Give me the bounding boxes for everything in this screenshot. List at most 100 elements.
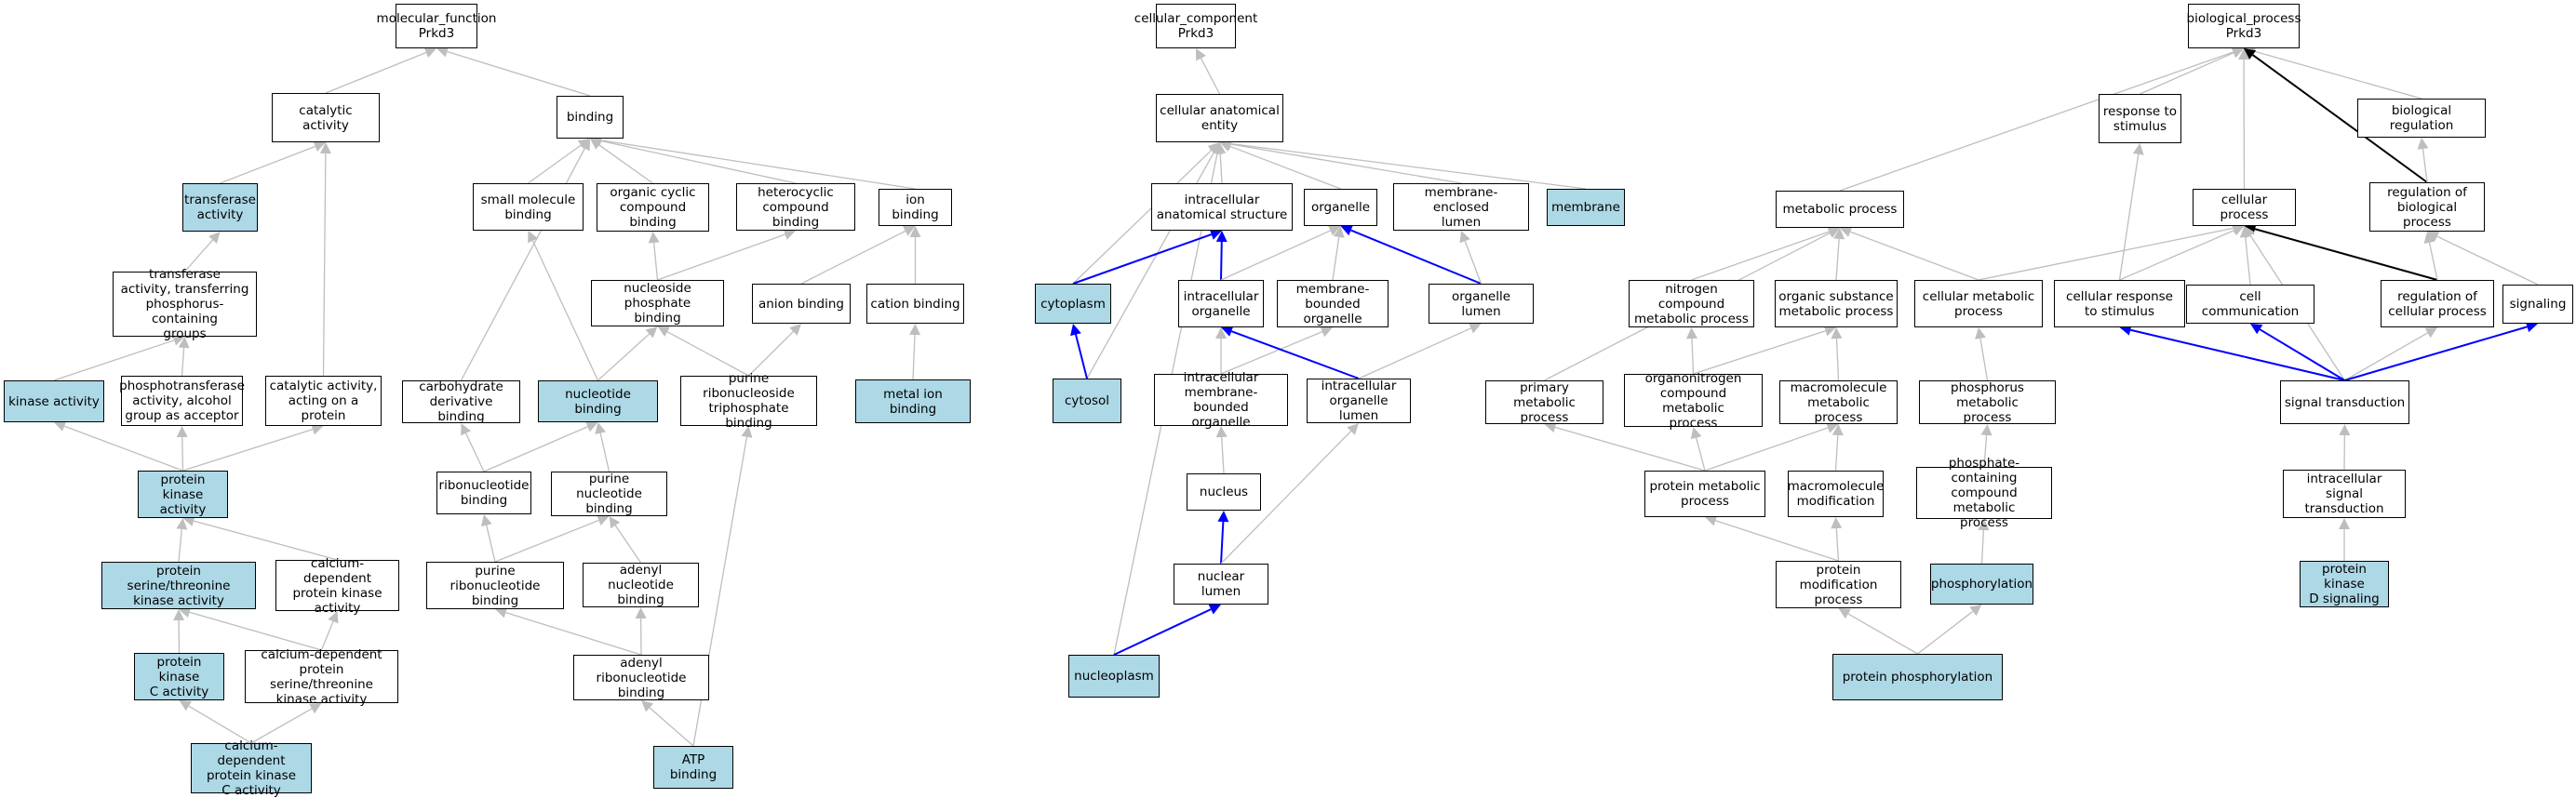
edge-protmp-to-mmp (1705, 428, 1828, 471)
node-mbo: membrane-bounded organelle (1277, 280, 1389, 327)
arrowhead-crts-to-rts (2133, 143, 2144, 155)
edge-ncmp-to-mp (1692, 232, 1830, 280)
node-ol: organelle lumen (1429, 284, 1534, 324)
arrowhead-cytosol-to-cytoplasm (1070, 324, 1081, 336)
edge-anionb-to-ionb (801, 231, 906, 284)
node-transferase: transferase activity (182, 183, 258, 232)
edge-adrb-to-purribob (505, 613, 641, 655)
node-adnb: adenyl nucleotide binding (583, 563, 699, 607)
edge-mmp-to-osmp (1837, 339, 1839, 380)
edge-nucb-to-npb (598, 334, 650, 380)
edge-phmp-to-cmp (1980, 339, 1988, 380)
node-cytoplasm: cytoplasm (1035, 284, 1111, 324)
edge-pmodp-to-mm (1836, 528, 1838, 561)
edge-kinase-to-transphos (54, 340, 174, 380)
node-catact: catalytic activity (272, 93, 380, 142)
node-purribob: purine ribonucleotide binding (426, 562, 564, 609)
edge-npb-to-ocb (654, 243, 658, 280)
edge-st-to-signaling (2345, 326, 2528, 380)
node-cdpstk: calcium-dependent protein serine/threoni… (245, 650, 398, 703)
edge-cdpstk-to-cdpk (322, 621, 333, 650)
node-nucb: nucleotide binding (538, 380, 658, 422)
node-photrans: phosphotransferase activity, alcohol gro… (121, 376, 243, 426)
edge-ionb-to-binding (601, 140, 916, 189)
node-phosph: phosphorylation (1930, 564, 2033, 605)
edge-crts-to-rts (2120, 154, 2139, 280)
node-ist: intracellular signal transduction (2283, 470, 2406, 518)
node-mm: macromolecule modification (1788, 471, 1884, 517)
arrowhead-adnb-to-purnb (610, 516, 621, 528)
edge-oncmp-to-ncmp (1692, 339, 1694, 374)
edge-metalb-to-cationb (913, 335, 915, 379)
edge-pphos-to-pmodp (1848, 614, 1918, 654)
edge-st-to-cc2 (2260, 329, 2344, 380)
node-nl: nuclear lumen (1174, 564, 1268, 605)
edge-ribob-to-carbb (466, 433, 484, 472)
arrowhead-cdpkc-to-pkc (180, 700, 192, 711)
edge-pmodp-to-protmp (1715, 521, 1838, 561)
node-pccmp: phosphate-containing compound metabolic … (1916, 467, 2052, 519)
node-carbb: carbohydrate derivative binding (402, 380, 520, 423)
node-pka: protein kinase activity (138, 471, 228, 518)
node-rbp: regulation of biological process (2369, 182, 2485, 232)
edge-phosph-to-pccmp (1982, 530, 1984, 564)
arrowhead-ist-to-st (2339, 424, 2350, 435)
node-anionb: anion binding (752, 284, 851, 324)
node-rcp: regulation of cellular process (2381, 280, 2494, 327)
node-metalb: metal ion binding (855, 379, 971, 423)
edge-pphos-to-phosph (1918, 611, 1973, 654)
node-nucleus: nucleus (1187, 473, 1261, 511)
edge-smb-to-binding (529, 145, 582, 183)
edge-cmp-to-cp (1979, 228, 2234, 280)
edge-nucleus-to-imbo (1222, 437, 1224, 473)
edge-prntb-to-npb (667, 332, 748, 376)
node-breg: biological regulation (2357, 99, 2486, 138)
node-imbo: intracellular membrane-bounded organelle (1154, 374, 1288, 426)
edge-mel-to-cae (1230, 144, 1461, 183)
node-cmp: cellular metabolic process (1914, 280, 2043, 327)
arrowhead-nl-to-nucleus (1217, 511, 1228, 522)
edge-protmp-to-oncmp (1697, 438, 1705, 471)
edge-ias-to-cae (1220, 153, 1222, 183)
node-cc: cellular_component Prkd3 (1156, 4, 1236, 48)
edge-io-to-ias (1221, 242, 1222, 280)
edge-rbp-to-breg (2422, 149, 2427, 182)
arrowhead-pphos-to-phosph (1969, 605, 1981, 616)
arrowhead-atpb-to-adrb (641, 700, 653, 712)
edge-crts-to-cp (2120, 231, 2234, 280)
edge-cc2-to-cp (2246, 237, 2250, 285)
arrowhead-oncmp-to-ncmp (1686, 327, 1697, 339)
node-ncmp: nitrogen compound metabolic process (1629, 280, 1754, 327)
edge-mm-to-mmp (1836, 435, 1838, 471)
edge-transferase-to-catact (221, 146, 315, 183)
edge-nucleoplasm-to-nl (1114, 609, 1211, 655)
node-prntb: purine ribonucleoside triphosphate bindi… (680, 376, 817, 426)
node-rts: response to stimulus (2099, 94, 2181, 143)
edge-purribob-to-purnb (495, 520, 598, 562)
node-cp: cellular process (2193, 189, 2296, 226)
node-pkc: protein kinase C activity (134, 653, 224, 700)
edge-cae-to-cc (1201, 59, 1220, 94)
arrowhead-pccmp-to-phmp (1981, 424, 1992, 435)
arrowhead-st-to-cc2 (2250, 324, 2262, 334)
arrowhead-pkds-to-ist (2339, 518, 2350, 529)
arrowhead-npb-to-ocb (649, 232, 660, 244)
edge-purnb-to-nucb (600, 433, 609, 472)
edge-protmp-to-pmp (1555, 427, 1705, 471)
edge-cmp-to-mp (1850, 232, 1979, 280)
edge-cytosol-to-cytoplasm (1076, 335, 1087, 379)
node-ribob: ribonucleotide binding (436, 472, 531, 514)
edge-cytoplasm-to-ias (1073, 234, 1212, 284)
arrowhead-purribob-to-ribob (481, 514, 492, 526)
edge-pka-to-photrans (182, 437, 183, 471)
node-crts: cellular response to stimulus (2054, 280, 2185, 327)
edge-oncmp-to-osmp (1694, 331, 1826, 374)
edge-osmp-to-mp (1836, 239, 1839, 280)
node-cc2: cell communication (2186, 285, 2314, 324)
edge-adnb-to-purnb (615, 525, 640, 563)
node-signaling: signaling (2502, 285, 2573, 324)
node-transphos: transferase activity, transferring phosp… (113, 272, 257, 337)
node-mel: membrane-enclosed lumen (1393, 183, 1529, 231)
node-organelle: organelle (1304, 189, 1377, 226)
edge-st-to-rcp (2345, 333, 2428, 380)
